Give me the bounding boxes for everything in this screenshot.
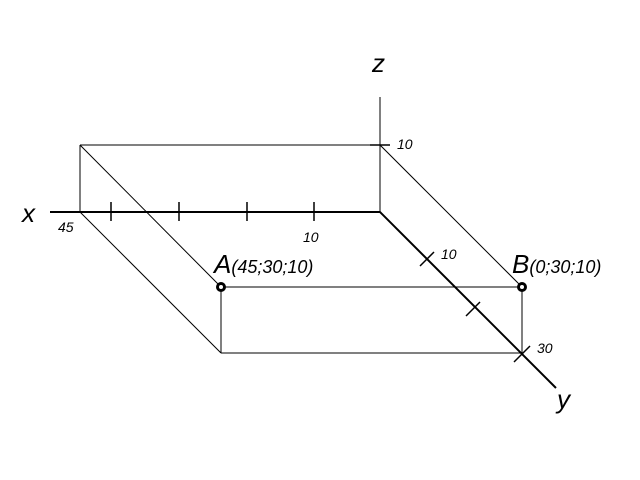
z-tick-label-10: 10 — [397, 136, 413, 152]
point-a-marker — [216, 282, 226, 292]
point-b-label: B(0;30;10) — [512, 249, 601, 279]
y-tick-label-10: 10 — [441, 246, 457, 262]
point-b-coords: (0;30;10) — [529, 257, 601, 277]
y-axis-label: y — [555, 384, 572, 414]
point-a-letter: A — [212, 249, 231, 279]
x-axis-label: x — [20, 198, 36, 228]
bottom-left-diagonal — [79, 211, 222, 354]
y-axis-line — [379, 211, 557, 389]
y-tick-label-30: 30 — [537, 340, 553, 356]
top-right-diagonal — [379, 144, 523, 288]
y-tick-10 — [419, 251, 435, 267]
y-tick-30 — [513, 345, 531, 363]
point-b-marker — [517, 282, 527, 292]
z-axis-label: z — [371, 48, 385, 78]
y-tick-20 — [465, 301, 481, 317]
top-left-diagonal — [79, 144, 222, 288]
x-tick-label-10: 10 — [303, 229, 319, 245]
point-a-label: A(45;30;10) — [212, 249, 313, 279]
x-tick-label-45: 45 — [58, 219, 74, 235]
point-a-coords: (45;30;10) — [231, 257, 313, 277]
point-b-letter: B — [512, 249, 529, 279]
